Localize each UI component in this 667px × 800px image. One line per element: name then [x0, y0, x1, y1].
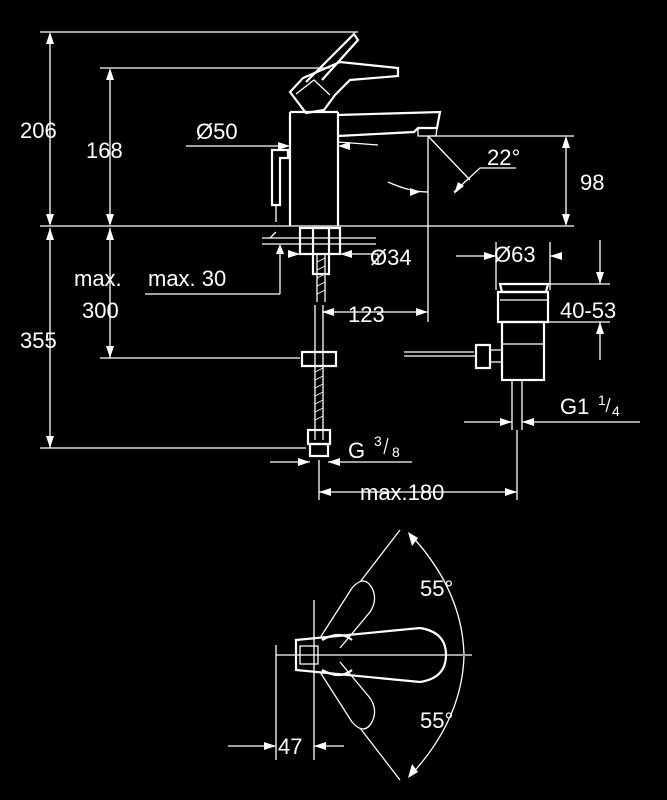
- label-spout-clearance: 98: [580, 170, 604, 195]
- label-waste-thread: G1: [560, 394, 589, 419]
- faucet-plan-view: [228, 529, 472, 781]
- label-spout-angle: 22°: [487, 145, 520, 170]
- dimension-labels: 206 168 Ø50 22° 98 Ø34 Ø63 max. max. 30 …: [20, 118, 620, 759]
- label-max: max.: [74, 266, 122, 291]
- label-spout-reach: 123: [348, 302, 385, 327]
- label-supply-thread-den: 8: [392, 444, 400, 460]
- label-supply-thread-num: 3: [374, 433, 382, 449]
- label-waste-thread-den: 4: [612, 403, 620, 419]
- waste-drain: [404, 282, 550, 430]
- label-waste-diameter: Ø63: [494, 242, 536, 267]
- label-lever-offset: 47: [278, 734, 302, 759]
- label-below-deck: 355: [20, 328, 57, 353]
- label-total-height: 206: [20, 118, 57, 143]
- faucet-side-view: [40, 32, 574, 458]
- label-hole-diameter: Ø34: [370, 245, 412, 270]
- label-waste-range: 40-53: [560, 298, 616, 323]
- label-max-deck: max. 30: [148, 266, 226, 291]
- label-hose-length: 300: [82, 298, 119, 323]
- label-lever-angle-top: 55°: [420, 576, 453, 601]
- dimension-lines: [40, 31, 640, 500]
- label-body-diameter: Ø50: [196, 119, 238, 144]
- label-waste-thread-num: 1: [598, 392, 606, 408]
- label-spout-height: 168: [86, 138, 123, 163]
- label-lever-angle-bottom: 55°: [420, 708, 453, 733]
- label-supply-thread: G: [348, 438, 365, 463]
- label-max-waste-offset: max.180: [360, 480, 444, 505]
